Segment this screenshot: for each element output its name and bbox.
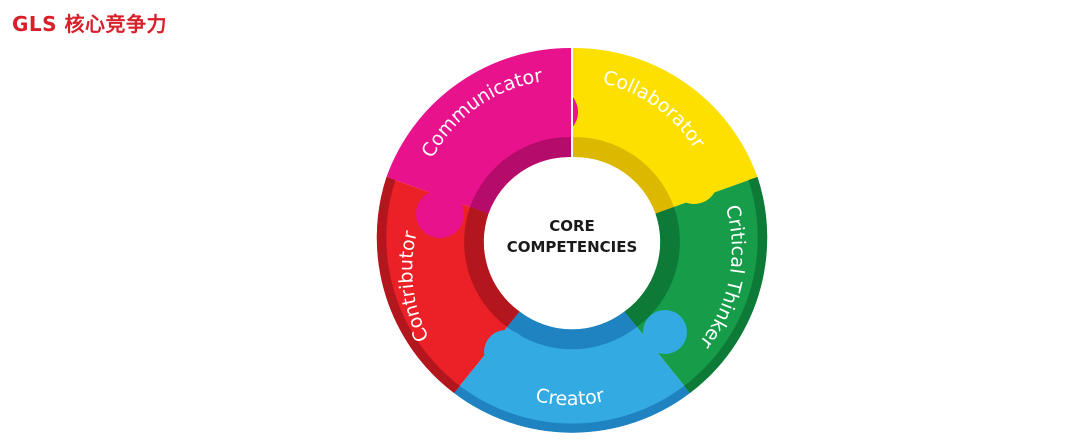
inner-ring-communicator: [470, 136, 572, 214]
core-circle: [494, 158, 650, 314]
rim-shade-right: [684, 177, 768, 393]
rim-shade-bottom: [454, 386, 690, 433]
tab-creator-into-contributor: [484, 330, 528, 374]
rim-shade-left: [376, 177, 460, 393]
inner-ring-creator: [507, 311, 637, 350]
tab-communicator-into-collaborator: [530, 88, 578, 136]
inner-ring-critical: [624, 207, 680, 327]
inner-ring-collaborator: [572, 136, 674, 214]
core-label-line1: CORE: [549, 217, 595, 235]
tab-collaborator-into-critical: [670, 156, 718, 204]
tab-communicator-into-contributor: [416, 190, 464, 238]
label-creator-text: Creator: [534, 384, 607, 410]
inner-ring-contributor: [464, 207, 520, 327]
page-title: GLS 核心竞争力: [12, 12, 168, 36]
tab-critical-into-creator: [643, 310, 687, 354]
label-creator: Creator: [534, 384, 607, 410]
segment-communicator: [386, 47, 572, 214]
core-label-line2: COMPETENCIES: [507, 238, 638, 256]
